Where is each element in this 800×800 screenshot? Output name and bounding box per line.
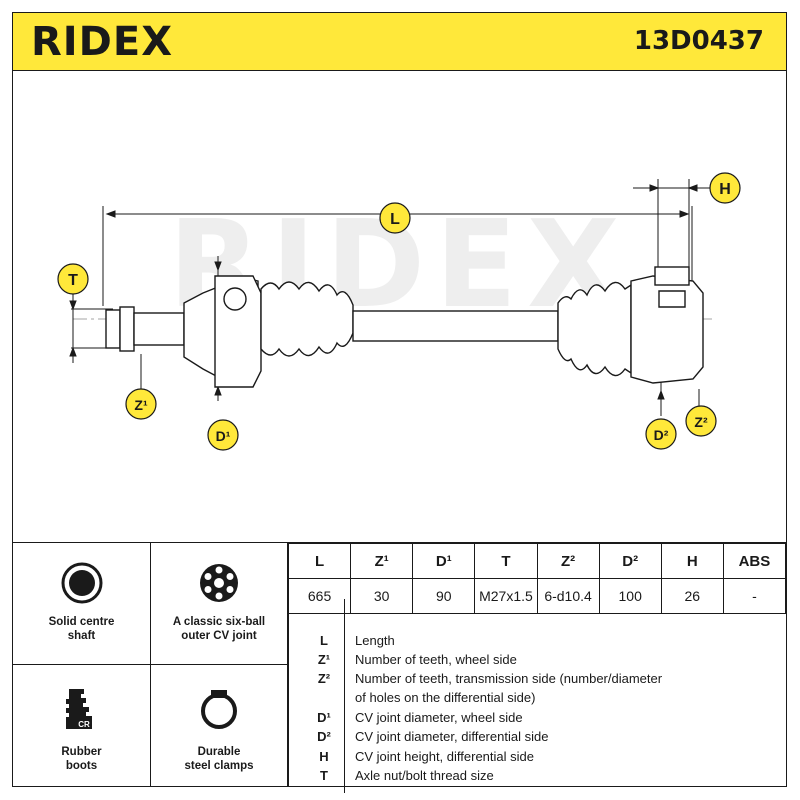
legend-row: D² CV joint diameter, differential side: [289, 727, 787, 747]
spec-value: -: [722, 578, 787, 614]
legend-row: of holes on the differential side): [289, 688, 787, 708]
svg-text:L: L: [390, 211, 400, 228]
dimension-T: [69, 293, 113, 363]
svg-text:Z¹: Z¹: [134, 397, 148, 413]
spec-header-row: L Z¹ D¹ T Z² D² H ABS: [287, 543, 787, 579]
legend-row: H CV joint height, differential side: [289, 747, 787, 767]
legend-row: L Length: [289, 631, 787, 651]
spec-value: 26: [660, 578, 724, 614]
spec-header: T: [474, 543, 538, 579]
steel-clamp-icon: [201, 690, 237, 729]
legend-text: Number of teeth, wheel side: [355, 652, 517, 667]
label-Z2: Z²: [685, 405, 717, 437]
spec-table: L Z¹ D¹ T Z² D² H ABS 665 30 90 M27x1.5 …: [287, 543, 787, 614]
spec-value: 665: [287, 578, 352, 614]
header-bar: RIDEX 13D0437: [13, 13, 786, 71]
spec-value: 90: [412, 578, 476, 614]
six-ball-cv-joint-icon: [200, 564, 238, 602]
spec-header: H: [660, 543, 724, 579]
feature-label: boots: [65, 760, 98, 772]
feature-solid-centre-shaft: Solid centre shaft: [13, 543, 151, 665]
brand-logo: RIDEX: [31, 19, 174, 65]
legend-key: T: [320, 768, 328, 783]
legend-text: Number of teeth, transmission side (numb…: [355, 671, 663, 686]
spec-value-row: 665 30 90 M27x1.5 6-d10.4 100 26 -: [287, 578, 787, 614]
part-number: 13D0437: [633, 26, 764, 56]
shaft-outline: [105, 266, 704, 388]
legend-key: D¹: [317, 710, 331, 725]
svg-text:CR: CR: [78, 720, 90, 729]
legend: L Length Z¹ Number of teeth, wheel side …: [288, 599, 787, 793]
legend-text: Length: [355, 633, 395, 648]
info-panel: Solid centre shaft A classic six-ball ou…: [13, 542, 787, 793]
legend-key: H: [319, 749, 329, 764]
feature-label: A classic six-ball: [172, 616, 266, 628]
rubber-boot-icon: CR: [65, 689, 92, 729]
svg-text:D¹: D¹: [216, 428, 231, 444]
feature-label: shaft: [67, 630, 96, 642]
feature-six-ball-cv-joint: A classic six-ball outer CV joint: [151, 543, 288, 665]
spec-header: Z²: [536, 543, 600, 579]
legend-key: Z¹: [317, 652, 331, 667]
spec-header: D²: [598, 543, 662, 579]
label-Z1: Z¹: [125, 388, 157, 420]
feature-label: Solid centre: [48, 616, 115, 628]
label-T: T: [57, 263, 89, 295]
svg-text:Z²: Z²: [694, 414, 708, 430]
legend-text: CV joint diameter, wheel side: [355, 710, 523, 725]
feature-label: Rubber: [61, 746, 102, 758]
legend-row: D¹ CV joint diameter, wheel side: [289, 708, 787, 728]
legend-row: T Axle nut/bolt thread size: [289, 766, 787, 786]
drive-shaft-drawing: RIDEX: [57, 172, 741, 451]
product-sheet: RIDEX 13D0437 RIDEX: [12, 12, 787, 793]
svg-text:T: T: [68, 272, 78, 289]
feature-label: steel clamps: [184, 760, 254, 772]
solid-centre-shaft-icon: [61, 562, 102, 604]
svg-text:D²: D²: [654, 427, 669, 443]
feature-label: outer CV joint: [181, 630, 257, 642]
spec-value: 30: [350, 578, 414, 614]
legend-text: Axle nut/bolt thread size: [355, 768, 494, 783]
label-D2: D²: [645, 418, 677, 450]
legend-row: Z² Number of teeth, transmission side (n…: [289, 669, 787, 689]
label-L: L: [379, 202, 411, 234]
legend-divider: [344, 599, 345, 793]
spec-header: ABS: [722, 543, 787, 579]
spec-value: M27x1.5: [474, 578, 538, 614]
label-H: H: [709, 172, 741, 204]
legend-text: of holes on the differential side): [355, 690, 536, 705]
feature-rubber-boots: CR Rubber boots: [13, 665, 151, 787]
spec-value: 100: [598, 578, 662, 614]
spec-header: Z¹: [350, 543, 414, 579]
dimension-H: [633, 179, 711, 271]
feature-label: Durable: [197, 746, 241, 758]
legend-text: CV joint height, differential side: [355, 749, 534, 764]
spec-value: 6-d10.4: [536, 578, 600, 614]
spec-header: L: [287, 543, 352, 579]
legend-text: CV joint diameter, differential side: [355, 729, 549, 744]
legend-key: Z²: [317, 671, 331, 686]
feature-steel-clamps: Durable steel clamps: [151, 665, 288, 787]
legend-row: Z¹ Number of teeth, wheel side: [289, 650, 787, 670]
legend-key: D²: [317, 729, 331, 744]
svg-text:H: H: [719, 181, 731, 198]
label-D1: D¹: [207, 419, 239, 451]
spec-header: D¹: [412, 543, 476, 579]
legend-key: L: [320, 633, 328, 648]
